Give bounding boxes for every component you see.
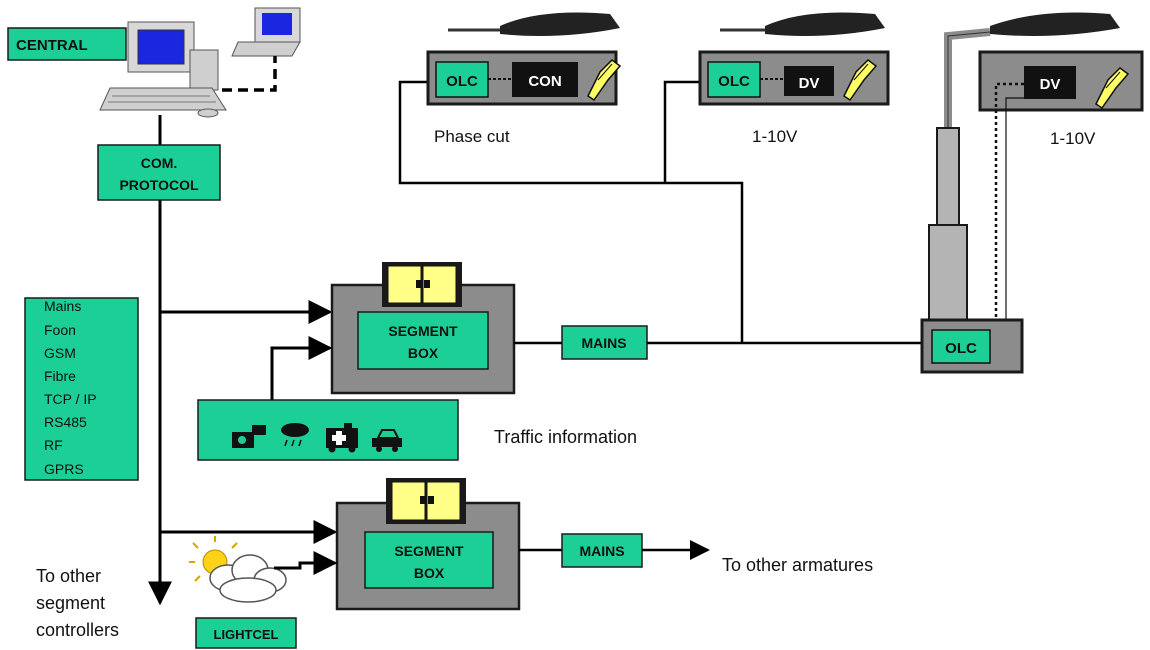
network-link bbox=[222, 56, 277, 92]
mains-wiring-2 bbox=[663, 80, 700, 183]
rain-icon bbox=[281, 423, 309, 447]
segment-box-1: SEGMENT BOX bbox=[330, 262, 516, 395]
media-item: GSM bbox=[44, 345, 76, 361]
luminaire-3-caption: 1-10V bbox=[1050, 129, 1096, 148]
pole-olc-label: OLC bbox=[945, 340, 977, 357]
media-item: TCP / IP bbox=[44, 391, 97, 407]
other-segment-line2: segment bbox=[36, 593, 105, 613]
traffic-label: Traffic information bbox=[494, 427, 637, 447]
ambulance-icon bbox=[326, 423, 358, 453]
control-wire bbox=[990, 82, 1024, 340]
central-label: CENTRAL bbox=[16, 37, 88, 54]
lightcel-arrow bbox=[274, 551, 338, 575]
segment-box-2-line1: SEGMENT bbox=[394, 543, 464, 559]
luminaire-1-caption: Phase cut bbox=[434, 127, 510, 146]
luminaire-1-driver: CON bbox=[528, 73, 561, 90]
com-protocol-line2: PROTOCOL bbox=[119, 177, 199, 193]
media-item: RF bbox=[44, 437, 63, 453]
traffic-arrow bbox=[270, 336, 333, 400]
mains-2-label: MAINS bbox=[579, 543, 624, 559]
pole bbox=[928, 28, 991, 324]
pen-icon bbox=[1095, 67, 1130, 110]
segment-box-2: SEGMENT BOX bbox=[335, 478, 521, 611]
com-protocol-line1: COM. bbox=[141, 155, 178, 171]
luminaire-2: OLC DV bbox=[698, 50, 890, 106]
mains-box-1: MAINS bbox=[561, 325, 648, 360]
luminaire-2-caption: 1-10V bbox=[752, 127, 798, 146]
luminaire-1-olc: OLC bbox=[446, 73, 478, 90]
mains-wiring-1 bbox=[398, 80, 744, 343]
traffic-box bbox=[197, 399, 459, 461]
camera-icon bbox=[232, 425, 266, 448]
mains-box-2: MAINS bbox=[561, 533, 643, 568]
lightcel-box: LIGHTCEL bbox=[195, 617, 297, 649]
car-icon bbox=[372, 429, 402, 452]
luminaire-3: DV bbox=[978, 50, 1144, 112]
street-lamp-icon bbox=[448, 12, 620, 36]
segment-box-1-line1: SEGMENT bbox=[388, 323, 458, 339]
media-item: Mains bbox=[44, 298, 81, 314]
computer-icon bbox=[99, 21, 227, 118]
other-segment-line1: To other bbox=[36, 566, 101, 586]
pen-icon bbox=[587, 59, 622, 102]
street-lamp-icon bbox=[720, 12, 885, 36]
mains-1-label: MAINS bbox=[581, 335, 626, 351]
segment-box-2-line2: BOX bbox=[414, 565, 445, 581]
pole-base: OLC bbox=[920, 318, 1024, 374]
media-item: GPRS bbox=[44, 461, 84, 477]
media-list-box: Mains Foon GSM Fibre TCP / IP RS485 RF G… bbox=[24, 297, 139, 481]
power-wire bbox=[1005, 97, 1032, 345]
lightcel-label: LIGHTCEL bbox=[214, 627, 279, 642]
pen-icon bbox=[843, 59, 878, 102]
com-protocol-box: COM. PROTOCOL bbox=[97, 144, 221, 201]
luminaire-1: OLC CON bbox=[426, 50, 622, 106]
luminaire-2-olc: OLC bbox=[718, 73, 750, 90]
segment-box-1-line2: BOX bbox=[408, 345, 439, 361]
media-item: RS485 bbox=[44, 414, 87, 430]
central-box: CENTRAL bbox=[7, 27, 127, 61]
other-segment-line3: controllers bbox=[36, 620, 119, 640]
media-item: Fibre bbox=[44, 368, 76, 384]
luminaire-2-driver: DV bbox=[799, 75, 820, 92]
other-armatures-label: To other armatures bbox=[722, 555, 873, 575]
sun-cloud-icon bbox=[189, 536, 287, 603]
laptop-icon bbox=[231, 7, 301, 57]
media-item: Foon bbox=[44, 322, 76, 338]
luminaire-3-driver: DV bbox=[1040, 76, 1061, 93]
street-lamp-icon bbox=[990, 12, 1120, 36]
